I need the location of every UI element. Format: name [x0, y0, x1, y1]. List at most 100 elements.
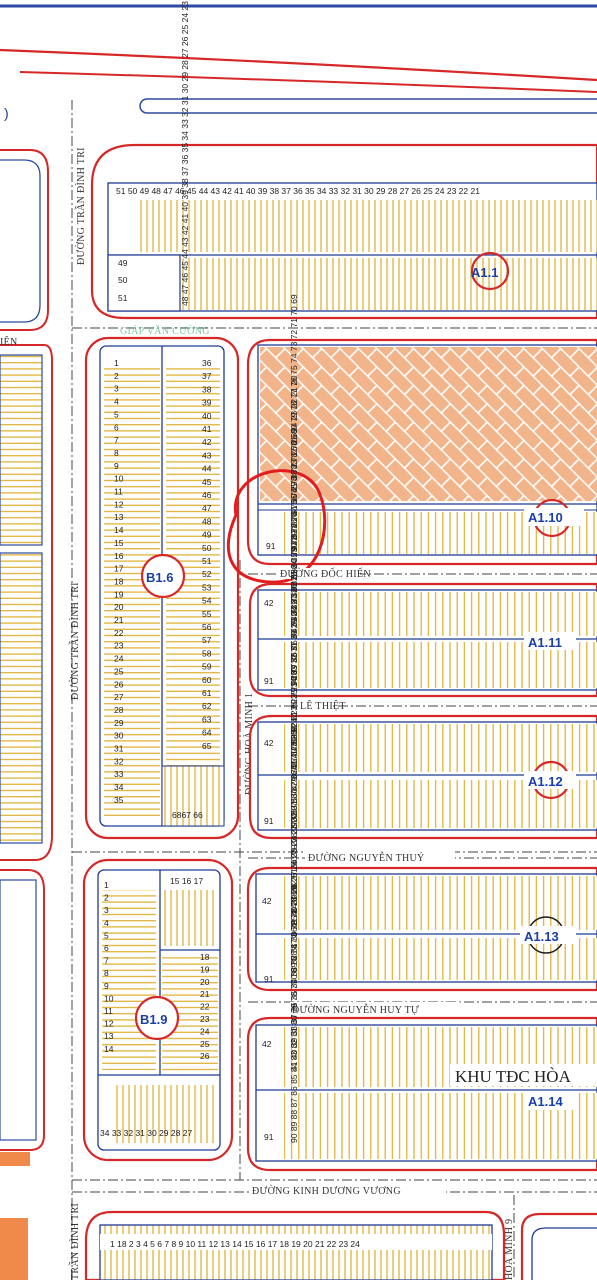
- b1-6-right-lot: 41: [202, 424, 212, 434]
- b1-6-left-lot: 12: [114, 499, 124, 509]
- a1-11-lot-91: 91: [264, 676, 274, 686]
- street-kinh-duong-vuong: ĐƯỜNG KINH DƯƠNG VƯƠNG: [252, 1185, 401, 1197]
- b1-6-left-lot: 15: [114, 538, 124, 548]
- b1-6-right-lot: 37: [202, 371, 212, 381]
- b1-9-left-lot: 10: [104, 993, 114, 1003]
- b1-6-right-lot: 50: [202, 543, 212, 553]
- street-tran-dinh-tri-top: ĐƯỜNG TRẦN ĐÌNH TRI: [74, 147, 87, 265]
- a1-1-left-lot-51: 51: [118, 293, 128, 303]
- b1-9-right-lot: 23: [200, 1014, 210, 1024]
- b1-9-right-lot: 19: [200, 964, 210, 974]
- block-label-a1-13: A1.13: [524, 929, 559, 944]
- b1-6-right-lot: 48: [202, 516, 212, 526]
- b1-6-left-lot: 2: [114, 371, 119, 381]
- b1-9-left-lot: 13: [104, 1031, 114, 1041]
- b1-6-right-lot: 44: [202, 464, 212, 474]
- b1-6-right-lot: 58: [202, 648, 212, 658]
- b1-6-right-lot: 49: [202, 530, 212, 540]
- street-le-thiet: LÊ THIỆT: [300, 700, 346, 712]
- b1-6-left-lot: 24: [114, 654, 124, 664]
- b1-9-left-lot: 7: [104, 956, 109, 966]
- b1-6-left-lot: 19: [114, 589, 124, 599]
- a1-12-top-lots: 41 40 39 38 37 36 35 34 33 32 31 30 29 2…: [289, 512, 299, 770]
- b1-6-left-lot: 5: [114, 409, 119, 419]
- block-label-a1-1: A1.1: [471, 265, 498, 280]
- b1-6-right-lot: 59: [202, 662, 212, 672]
- bottom-row-lots: 1 18 2 3 4 5 6 7 8 9 10 11 12 13 14 15 1…: [110, 1239, 360, 1249]
- svg-text:): ): [4, 105, 9, 121]
- b1-9-left-lot: 5: [104, 930, 109, 940]
- b1-6-left-lot: 31: [114, 744, 124, 754]
- b1-9-left-lot: 14: [104, 1044, 114, 1054]
- b1-6-left-lot: 23: [114, 641, 124, 651]
- a1-13-lot-42: 42: [262, 896, 272, 906]
- b1-6-right-lot: 39: [202, 398, 212, 408]
- b1-9-top-lots: 15 16 17: [170, 876, 203, 886]
- a1-11-lot-42: 42: [264, 598, 274, 608]
- b1-9-left-lot: 3: [104, 905, 109, 915]
- b1-6-left-lot: 10: [114, 474, 124, 484]
- park-area: [260, 347, 597, 501]
- b1-9-left-lot: 8: [104, 968, 109, 978]
- a1-1-top-lots: 51 50 49 48 47 46 45 44 43 42 41 40 39 3…: [116, 186, 480, 196]
- median-strip: [139, 98, 597, 114]
- a1-1-bottom-lots: 48 47 46 45 44 43 42 41 40 39 38 37 36 3…: [180, 0, 190, 306]
- b1-9-left-lot: 11: [104, 1006, 113, 1016]
- b1-6-left-lot: 30: [114, 731, 124, 741]
- b1-9-left-lot: 2: [104, 893, 109, 903]
- b1-6-right-lot: 56: [202, 622, 212, 632]
- street-duong-doc-hien: ĐƯỜNG ĐỐC HIẾN: [280, 567, 371, 580]
- b1-6-right-lot: 40: [202, 411, 212, 421]
- block-label-b1-6: B1.6: [146, 570, 173, 585]
- a1-14-top-lots: 41 40 39 38 37 36 35 34 33 32 31 30 29 2…: [289, 813, 299, 1071]
- b1-6-left-lot: 7: [114, 435, 119, 445]
- b1-6-right-lot: 60: [202, 675, 212, 685]
- b1-6-left-lot: 25: [114, 666, 124, 676]
- b1-6-left-lot: 28: [114, 705, 124, 715]
- b1-6-right-lot: 61: [202, 688, 212, 698]
- b1-9-left-lot: 1: [104, 880, 109, 890]
- b1-6-left-lots: 1234567891011121314151617181920212223242…: [114, 358, 124, 805]
- b1-9-right-lot: 18: [200, 952, 210, 962]
- b1-9-right-lot: 22: [200, 1002, 210, 1012]
- b1-6-right-lot: 43: [202, 450, 212, 460]
- b1-6-right-lot: 38: [202, 384, 212, 394]
- b1-6-right-lots: 3637383940414243444546474849505152535455…: [202, 358, 212, 751]
- b1-9-right-lot: 20: [200, 977, 210, 987]
- a1-1-left-lot-49: 49: [118, 258, 128, 268]
- b1-6-right-lot: 57: [202, 635, 212, 645]
- b1-6-right-lot: 63: [202, 714, 212, 724]
- a1-12-lot-42: 42: [264, 738, 274, 748]
- block-label-a1-14: A1.14: [528, 1094, 563, 1109]
- b1-6-left-lot: 27: [114, 692, 124, 702]
- a1-10-lot-91: 91: [266, 541, 276, 551]
- b1-6-right-lot: 54: [202, 596, 212, 606]
- b1-6-left-lot: 11: [114, 487, 123, 497]
- a1-11-bottom-lots: 90 89 88 87 86 85 84 83 82 81 80 79 78 7…: [289, 428, 299, 686]
- b1-9-left-lot: 12: [104, 1019, 114, 1029]
- b1-6-left-lot: 20: [114, 602, 124, 612]
- a1-10-lots: 90 89 88 87 86 85 84 83 82 81 80 79 78 7…: [289, 294, 299, 552]
- b1-9-right-lot: 25: [200, 1039, 210, 1049]
- b1-6-left-lot: 22: [114, 628, 124, 638]
- street-tran-dinh-tri-mid: ĐƯỜNG TRẦN ĐÌNH TRI: [68, 582, 81, 700]
- b1-9-left-lot: 6: [104, 943, 109, 953]
- street-giap-van-cuong: GIÁP VĂN CƯỜNG: [120, 325, 210, 337]
- b1-6-right-lot: 36: [202, 358, 212, 368]
- a1-11-top-lots: 41 40 39 38 37 36 35 34 33 32 31 30 29 2…: [289, 375, 299, 633]
- block-label-b1-9: B1.9: [140, 1012, 167, 1027]
- a1-13-lot-91: 91: [264, 974, 274, 984]
- b1-6-right-lot: 55: [202, 609, 212, 619]
- b1-6-left-lot: 34: [114, 782, 124, 792]
- b1-9-right-lot: 24: [200, 1026, 210, 1036]
- b1-6-right-lot: 64: [202, 728, 212, 738]
- b1-6-right-lot: 42: [202, 437, 212, 447]
- street-hoa-minh-bottom: HOÀ MINH 9: [503, 1219, 515, 1280]
- block-label-a1-10: A1.10: [528, 510, 563, 525]
- b1-6-right-lot: 45: [202, 477, 212, 487]
- highlight-circle: [226, 469, 327, 584]
- b1-6-left-lot: 16: [114, 551, 124, 561]
- a1-13-bottom-lots: 90 89 88 87 86 85 84 83 82 81 80 79 78 7…: [289, 726, 299, 984]
- b1-6-right-lot: 47: [202, 503, 212, 513]
